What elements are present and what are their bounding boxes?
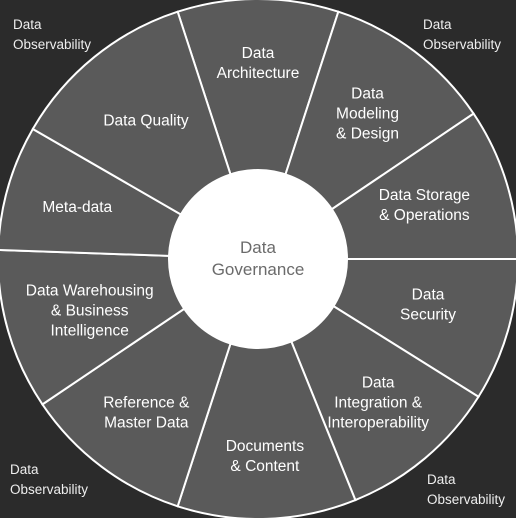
center-hub (168, 169, 348, 349)
corner-label-top-left: Data Observability (13, 15, 91, 55)
segment-label-line: & Business (51, 303, 129, 320)
wheel-segment (176, 0, 340, 263)
segment-label-line: Modeling (336, 106, 399, 123)
corner-label-line: Observability (13, 37, 92, 52)
segment-label-line: Data Storage (379, 187, 470, 204)
segment-label: Documents & Content (226, 438, 305, 475)
segment-label-line: & Content (230, 458, 300, 475)
segment-label-line: Intelligence (50, 323, 128, 340)
segment-label-line: Documents (226, 438, 305, 455)
segment-label-line: Data (351, 86, 384, 103)
corner-label-line: Data (13, 17, 42, 32)
segment-label-line: Data (362, 374, 395, 391)
segment-label-line: Integration & (334, 394, 423, 411)
corner-label-line: Data (427, 472, 456, 487)
segment-label-line: Meta-data (42, 199, 112, 216)
segment-label: Reference & Master Data (103, 395, 190, 432)
segment-label-line: & Design (336, 126, 399, 143)
segment-label: Data Quality (103, 113, 189, 130)
segment-label: Data Storage & Operations (379, 187, 470, 224)
corner-label-line: Observability (427, 492, 506, 507)
segment-label-line: Data (242, 45, 275, 62)
corner-label-bottom-left: Data Observability (10, 460, 88, 500)
corner-label-line: Observability (423, 37, 502, 52)
segment-label-line: Data Quality (103, 113, 189, 130)
segment-label-line: Data (412, 287, 445, 304)
corner-label-line: Data (423, 17, 452, 32)
corner-label-top-right: Data Observability (423, 15, 501, 55)
corner-label-line: Data (10, 462, 39, 477)
segment-label-line: Data Warehousing (26, 283, 154, 300)
segment-label-line: Interoperability (327, 414, 429, 431)
segment-label-line: Security (400, 307, 456, 324)
segment-label-line: Reference & (103, 395, 190, 412)
wheel-segment (176, 256, 357, 518)
segment-label: Meta-data (42, 199, 112, 216)
corner-label-line: Observability (10, 482, 89, 497)
segment-label-line: & Operations (379, 207, 470, 224)
corner-label-bottom-right: Data Observability (427, 470, 505, 510)
segment-label-line: Architecture (217, 65, 300, 82)
center-label-line: Data (240, 238, 276, 257)
center-label-line: Governance (212, 260, 305, 279)
segment-label-line: Master Data (104, 415, 189, 432)
